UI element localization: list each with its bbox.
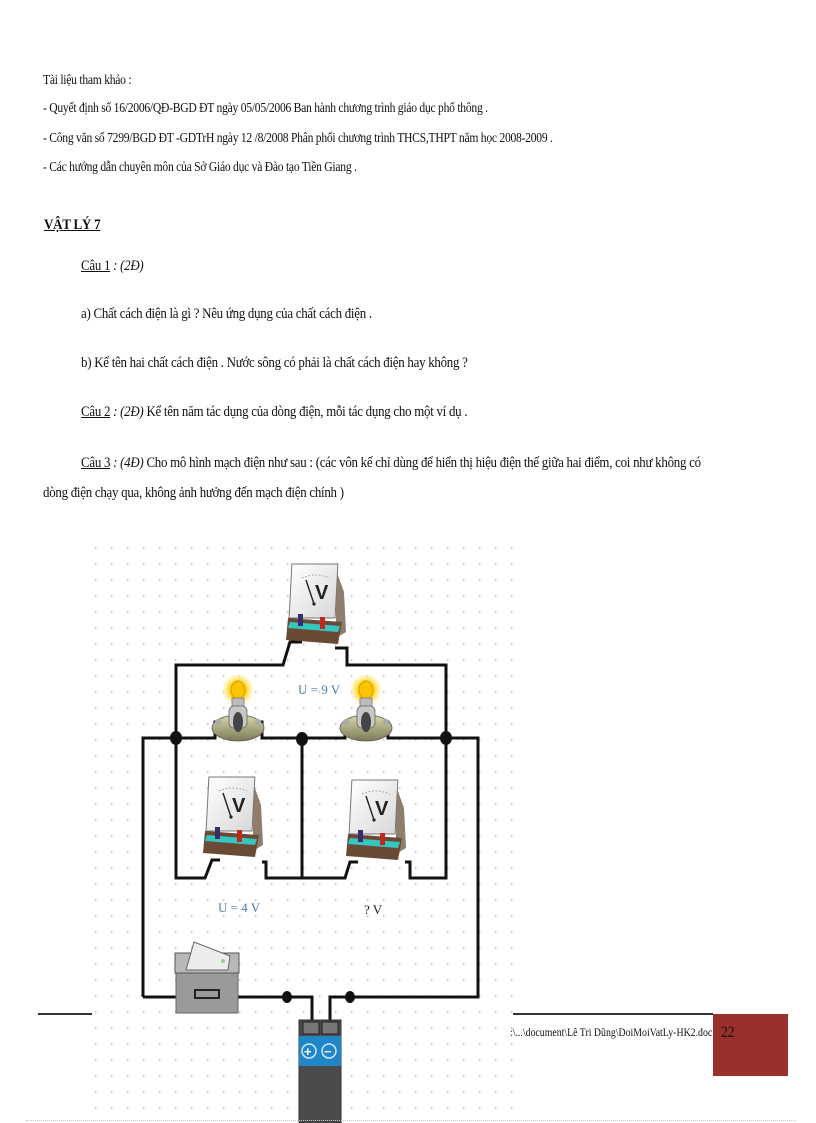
reference-item: - Các hướng dẫn chuyên môn của Sở Giáo d… — [43, 159, 357, 174]
footer-rule-right — [513, 1013, 713, 1015]
question-1-part-b: b) Kể tên hai chất cách điện . Nước sông… — [81, 355, 468, 371]
references-title: Tài liệu tham khảo : — [43, 72, 132, 87]
question-3: Câu 3 : (4Đ) Cho mô hình mạch điện như s… — [81, 455, 701, 472]
question-3-text: Cho mô hình mạch điện như sau : (các vôn… — [143, 455, 701, 471]
section-heading: VẬT LÝ 7 — [44, 217, 101, 233]
top-voltmeter — [285, 563, 347, 645]
battery-icon: + − — [298, 1019, 342, 1123]
reference-item: - Công văn số 7299/BGD ĐT -GDTrH ngày 12… — [43, 130, 553, 145]
question-3-text-continued: dòng điện chạy qua, không ảnh hưởng đến … — [43, 485, 344, 501]
switch-icon — [174, 941, 240, 1014]
footer-rule-left — [38, 1013, 92, 1015]
question-1-header: Câu 1 : (2Đ) — [81, 258, 144, 275]
question-2: Câu 2 : (2Đ) Kể tên năm tác dụng của dòn… — [81, 404, 468, 421]
top-voltmeter-symbol: V — [315, 582, 329, 604]
left-voltmeter-reading: U = 4 V — [218, 900, 261, 915]
battery-plus-sign: + — [304, 1044, 312, 1059]
right-voltmeter-symbol: V — [375, 798, 389, 820]
question-1-label: Câu 1 — [81, 258, 111, 274]
left-voltmeter-symbol: V — [232, 795, 246, 817]
question-2-text: Kể tên năm tác dụng của dòng điện, mỗi t… — [143, 404, 468, 420]
question-3-label: Câu 3 — [81, 455, 111, 471]
top-voltmeter-reading: U = 9 V — [298, 682, 341, 697]
page-number: 22 — [721, 1024, 735, 1041]
footer-file-path: :\...\document\Lê Tri Dũng\DoiMoiVatLy-H… — [510, 1025, 713, 1039]
left-voltmeter — [202, 776, 264, 858]
question-1-part-a: a) Chất cách điện là gì ? Nêu ứng dụng c… — [81, 306, 372, 322]
question-3-points: : (4Đ) — [110, 455, 144, 471]
right-voltmeter — [345, 779, 407, 861]
reference-item: - Quyết định số 16/2006/QĐ-BGD ĐT ngày 0… — [43, 100, 488, 115]
battery-minus-sign: − — [324, 1044, 332, 1059]
page-number-box: 22 — [713, 1014, 788, 1076]
page-bottom-border — [26, 1120, 796, 1122]
junction-nodes — [170, 731, 452, 1003]
question-2-label: Câu 2 — [81, 404, 111, 420]
question-1-points: : (2Đ) — [110, 258, 144, 274]
question-2-points: : (2Đ) — [110, 404, 144, 420]
right-voltmeter-reading: ? V — [364, 902, 383, 917]
